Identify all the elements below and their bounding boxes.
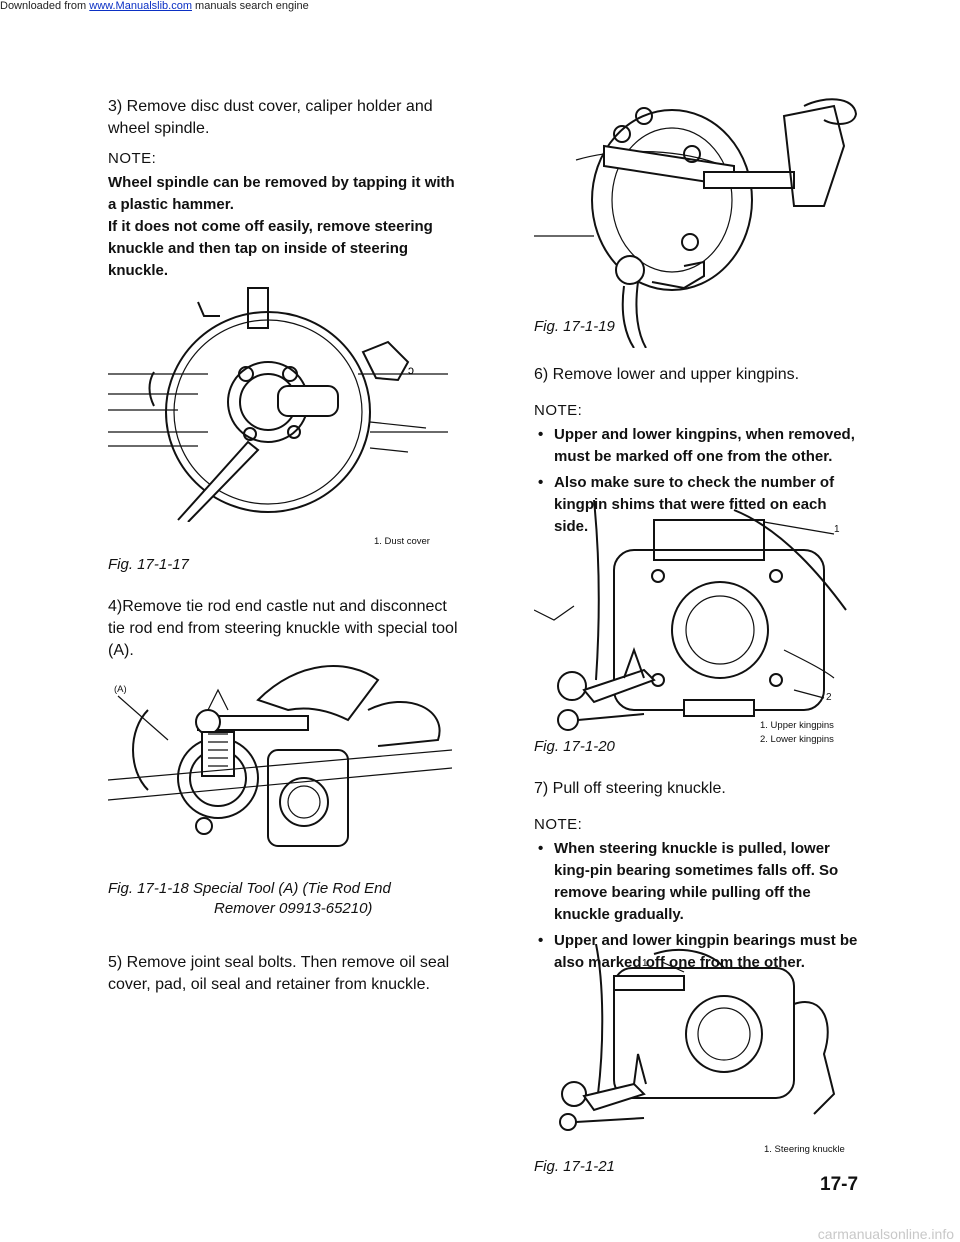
- header-prefix: Downloaded from: [0, 0, 90, 12]
- page-number: 17-7: [820, 1174, 859, 1195]
- fig-17-1-17-illustration: ↄ: [108, 287, 448, 522]
- note-list-right-2: When steering knuckle is pulled, lower k…: [534, 838, 864, 978]
- fig-21-label: 1. Steering knuckle: [764, 1144, 845, 1155]
- fig-20-label-1: 1. Upper kingpins: [760, 720, 834, 731]
- step-5: 5) Remove joint seal bolts. Then remove …: [108, 954, 450, 993]
- note-right-1-item-1: Upper and lower kingpins, when removed, …: [534, 424, 864, 468]
- note-right-1-item-2: Also make sure to check the number of ki…: [534, 472, 864, 538]
- note-list-right-1: Upper and lower kingpins, when removed, …: [534, 424, 864, 542]
- fig-17-1-20-illustration: [534, 500, 847, 731]
- footer-watermark: carmanualsonline.info: [817, 1226, 954, 1242]
- footer-bar: [0, 1224, 960, 1242]
- manualslib-link[interactable]: www.Manualslib.com: [89, 0, 192, 12]
- fig-17-1-18-illustration: [108, 665, 452, 847]
- fig-20-label-2: 2. Lower kingpins: [760, 734, 834, 745]
- fig-18-caption-2: Remover 09913-65210): [214, 900, 373, 917]
- step-7: 7) Pull off steering knuckle.: [534, 780, 726, 797]
- fig-21-caption: Fig. 17-1-21: [534, 1158, 615, 1175]
- fig-20-caption: Fig. 17-1-20: [534, 738, 615, 755]
- fig-21-callout-1: 1: [642, 958, 648, 969]
- fig-18-callout: (A): [114, 684, 127, 695]
- fig-18-caption-1: Fig. 17-1-18 Special Tool (A) (Tie Rod E…: [108, 880, 391, 897]
- fig-20-callout-2: 2: [826, 692, 832, 703]
- fig-17-1-21-illustration: [559, 944, 836, 1131]
- header-suffix: manuals search engine: [191, 0, 309, 12]
- note-label-left: NOTE:: [108, 150, 157, 167]
- step-6: 6) Remove lower and upper kingpins.: [534, 366, 800, 383]
- fig-17-1-19-illustration: [534, 98, 858, 348]
- note-label-right-1: NOTE:: [534, 402, 583, 419]
- note-line-1: Wheel spindle can be removed by tapping …: [108, 174, 455, 213]
- fig-17-caption: Fig. 17-1-17: [108, 556, 189, 573]
- note-right-2-item-2: Upper and lower kingpin bearings must be…: [534, 930, 864, 974]
- note-line-2: If it does not come off easily, remove s…: [108, 218, 433, 279]
- fig-20-callout-1: 1: [834, 524, 840, 535]
- note-label-right-2: NOTE:: [534, 816, 583, 833]
- note-right-2-item-1: When steering knuckle is pulled, lower k…: [534, 838, 864, 926]
- step-3: 3) Remove disc dust cover, caliper holde…: [108, 98, 433, 137]
- fig-19-caption: Fig. 17-1-19: [534, 318, 615, 335]
- download-header: Downloaded from www.Manualslib.com manua…: [0, 0, 960, 14]
- step-4: 4)Remove tie rod end castle nut and disc…: [108, 598, 458, 659]
- fig-17-label: 1. Dust cover: [374, 536, 430, 547]
- svg-text:ↄ: ↄ: [408, 363, 414, 377]
